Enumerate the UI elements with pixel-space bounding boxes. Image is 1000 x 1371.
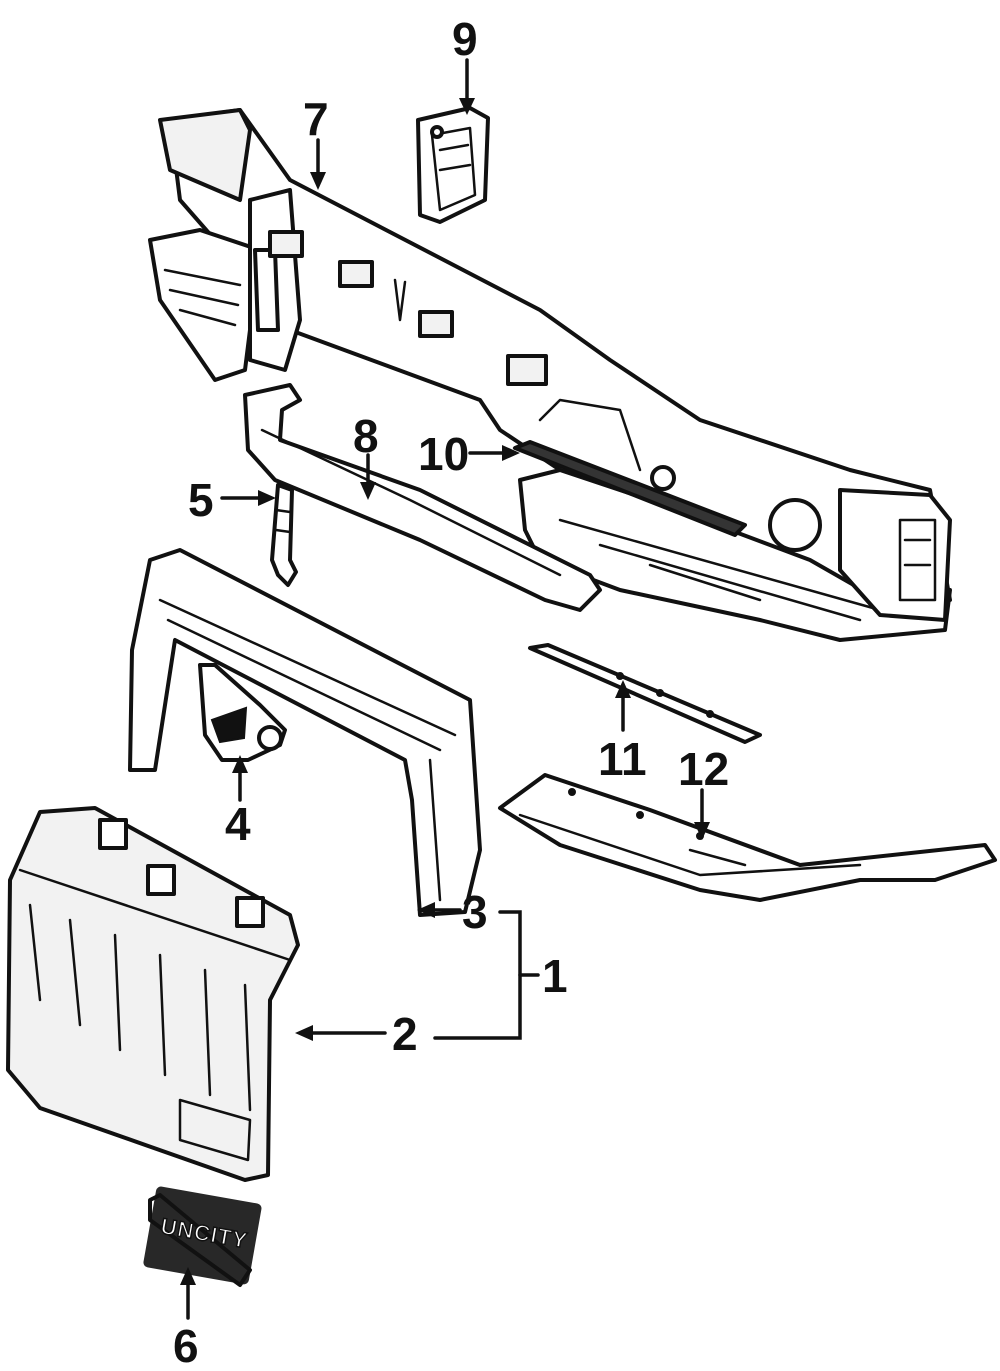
emblem-part[interactable]: UNCITY: [143, 1186, 262, 1287]
retainer-pin-part[interactable]: [270, 483, 298, 587]
callout-1: 1: [542, 950, 568, 1002]
lower-support-bar-part[interactable]: [243, 383, 602, 612]
callout-8: 8: [353, 410, 379, 462]
latch-bracket-part[interactable]: [198, 663, 287, 762]
callout-labels: 9 7 8 10 5 4 11 12 3 1 2 6: [173, 13, 729, 1371]
callout-5: 5: [188, 474, 214, 526]
filler-strip-part[interactable]: [528, 643, 762, 744]
grille-part[interactable]: [6, 806, 300, 1182]
callout-11: 11: [598, 733, 647, 785]
callout-12: 12: [678, 743, 729, 795]
callout-9: 9: [452, 13, 478, 65]
grille-frame-part[interactable]: [128, 548, 482, 917]
seal-strip-part[interactable]: [512, 440, 747, 537]
radiator-support-part[interactable]: [148, 108, 952, 642]
callout-10: 10: [418, 428, 469, 480]
callout-3: 3: [462, 886, 488, 938]
callout-7: 7: [303, 93, 329, 145]
leader-lines: [180, 58, 710, 1320]
callout-4: 4: [225, 798, 251, 850]
lower-valance-part[interactable]: [498, 773, 997, 902]
callout-6: 6: [173, 1320, 199, 1371]
hood-latch-bracket-part[interactable]: [416, 106, 490, 224]
callout-2: 2: [392, 1008, 418, 1060]
